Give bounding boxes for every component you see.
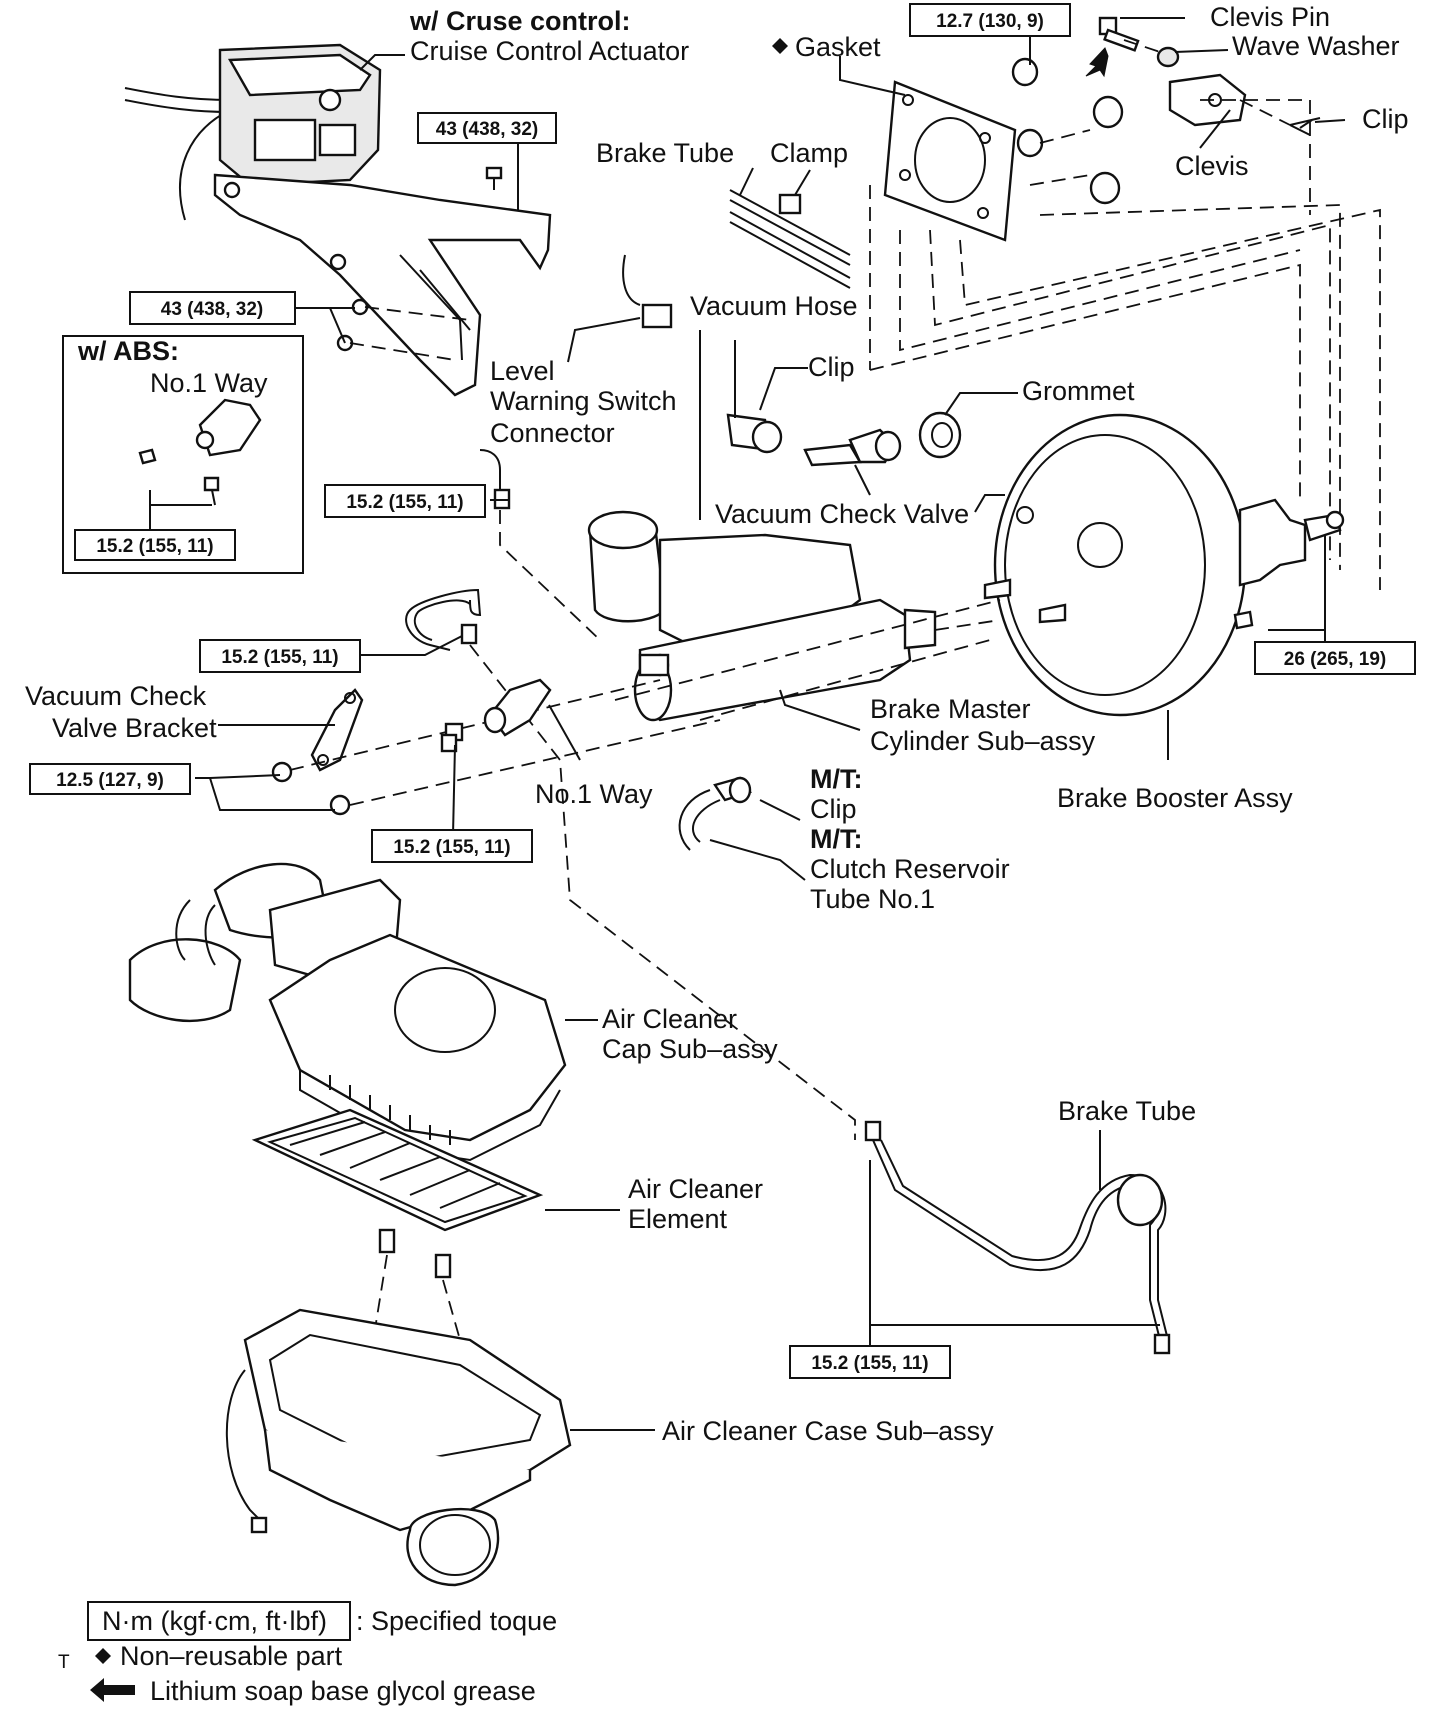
legend-unit-box (87, 1601, 351, 1641)
mt-label-1: M/T: (810, 764, 862, 794)
gasket-label-group: Gasket (772, 32, 881, 62)
vacuum-hose-label: Vacuum Hose (690, 291, 858, 321)
torque-box-43-top: 43 (438, 32) (417, 112, 557, 144)
air-cleaner-case-label: Air Cleaner Case Sub–assy (662, 1416, 994, 1446)
clutch-reservoir-label-1: Clutch Reservoir (810, 854, 1010, 884)
wave-washer (1156, 46, 1180, 68)
cruise-actuator-label: Cruise Control Actuator (410, 36, 689, 66)
clutch-reservoir-label-2: Tube No.1 (810, 884, 935, 914)
clutch-reservoir-tube (678, 776, 752, 851)
level-label-3: Connector (490, 418, 615, 448)
torque-box-43-left: 43 (438, 32) (129, 291, 296, 325)
svg-text:15.2 (155, 11): 15.2 (155, 11) (221, 647, 338, 668)
torque-box-booster: 26 (265, 19) (1254, 641, 1416, 675)
svg-text:26 (265, 19): 26 (265, 19) (1284, 649, 1386, 670)
legend: N·m (kgf·cm, ft·lbf) : Specified toque T… (58, 1601, 557, 1706)
brake-master-cylinder (587, 510, 937, 722)
legend-unit-text: N·m (kgf·cm, ft·lbf) (102, 1606, 327, 1636)
air-cleaner-element-label-2: Element (628, 1204, 728, 1234)
grease-arrow-icon (90, 1678, 135, 1702)
vacuum-check-valve-bracket (310, 688, 364, 772)
clevis-pin (1098, 16, 1140, 52)
grease-arrow (1085, 47, 1109, 78)
actuator-bracket (213, 173, 552, 397)
nonreusable-diamond-icon (772, 38, 788, 54)
vacuum-check-valve-label: Vacuum Check Valve (715, 499, 969, 529)
svg-text:43 (438, 32): 43 (438, 32) (436, 119, 538, 140)
brake-tube-bottom (864, 1120, 1171, 1355)
vacuum-check-valve (803, 428, 902, 467)
master-cylinder-label-2: Cylinder Sub–assy (870, 726, 1096, 756)
brake-tube-loop (405, 588, 482, 651)
torque-box-abs: 15.2 (155, 11) (74, 529, 236, 561)
legend-specified-torque: : Specified toque (356, 1606, 557, 1636)
svg-text:15.2 (155, 11): 15.2 (155, 11) (96, 536, 213, 557)
cruise-control-actuator (124, 43, 382, 221)
svg-text:12.7 (130, 9): 12.7 (130, 9) (936, 11, 1044, 32)
legend-grease: Lithium soap base glycol grease (150, 1676, 536, 1706)
air-cleaner-element (251, 1108, 544, 1232)
air-cleaner-cap (128, 862, 567, 1162)
torque-box-tube-mid: 15.2 (155, 11) (199, 639, 361, 673)
vacuum-hose (726, 340, 783, 454)
abs-heading: w/ ABS: (77, 336, 179, 366)
clevis-label: Clevis (1175, 151, 1249, 181)
gasket-label: Gasket (795, 32, 881, 62)
clevis-pin-label: Clevis Pin (1210, 2, 1330, 32)
grommet-label: Grommet (1022, 376, 1135, 406)
air-cleaner-cap-label-1: Air Cleaner (602, 1004, 737, 1034)
clip-top-label: Clip (1362, 104, 1409, 134)
torque-box-tube-upper: 15.2 (155, 11) (324, 484, 486, 518)
air-cleaner-element-label-1: Air Cleaner (628, 1174, 763, 1204)
legend-side-mark: T (58, 1652, 70, 1673)
no1-way-fitting (440, 733, 458, 753)
gasket-plate (883, 80, 1017, 242)
legend-nonreusable: Non–reusable part (120, 1641, 343, 1671)
mt-clip-label: Clip (810, 794, 857, 824)
svg-text:15.2 (155, 11): 15.2 (155, 11) (346, 492, 463, 513)
leader-lines (195, 17, 1346, 1190)
torque-box-gasket: 12.7 (130, 9) (909, 3, 1071, 37)
vcv-bracket-label-2: Valve Bracket (52, 713, 217, 743)
clip-mid-label: Clip (808, 352, 855, 382)
brake-booster-label: Brake Booster Assy (1057, 783, 1293, 813)
abs-inset (62, 335, 304, 574)
brake-booster (983, 413, 1345, 717)
no1-way-label: No.1 Way (535, 779, 653, 809)
clevis-clip (1289, 117, 1321, 136)
grommet (918, 411, 962, 459)
mt-label-2: M/T: (810, 824, 862, 854)
vcv-bracket-label-1: Vacuum Check (25, 681, 207, 711)
wave-washer-label: Wave Washer (1232, 31, 1400, 61)
svg-text:15.2 (155, 11): 15.2 (155, 11) (811, 1353, 928, 1374)
svg-text:15.2 (155, 11): 15.2 (155, 11) (393, 837, 510, 858)
level-label-1: Level (490, 356, 555, 386)
nonreusable-diamond-icon (95, 1648, 111, 1664)
torque-box-bracket: 12.5 (127, 9) (29, 763, 191, 795)
bracket-bolt-top (485, 166, 503, 190)
brake-tube-top (729, 189, 851, 289)
bracket-nuts (271, 761, 351, 816)
air-cleaner-cap-label-2: Cap Sub–assy (602, 1034, 778, 1064)
gasket-nuts (1011, 57, 1124, 205)
torque-box-bottom: 15.2 (155, 11) (789, 1345, 951, 1379)
svg-text:12.5 (127, 9): 12.5 (127, 9) (56, 770, 164, 791)
master-cylinder-label-1: Brake Master (870, 694, 1031, 724)
brake-tube-top-label: Brake Tube (596, 138, 734, 168)
brake-tube-bottom-label: Brake Tube (1058, 1096, 1196, 1126)
abs-way-label: No.1 Way (150, 368, 268, 398)
svg-text:43 (438, 32): 43 (438, 32) (161, 299, 263, 320)
air-cleaner-case (225, 1228, 572, 1587)
cruise-heading: w/ Cruse control: (409, 6, 631, 36)
level-label-2: Warning Switch (490, 386, 677, 416)
clamp-label: Clamp (770, 138, 848, 168)
torque-box-way: 15.2 (155, 11) (371, 829, 533, 863)
no1-way (444, 678, 552, 742)
